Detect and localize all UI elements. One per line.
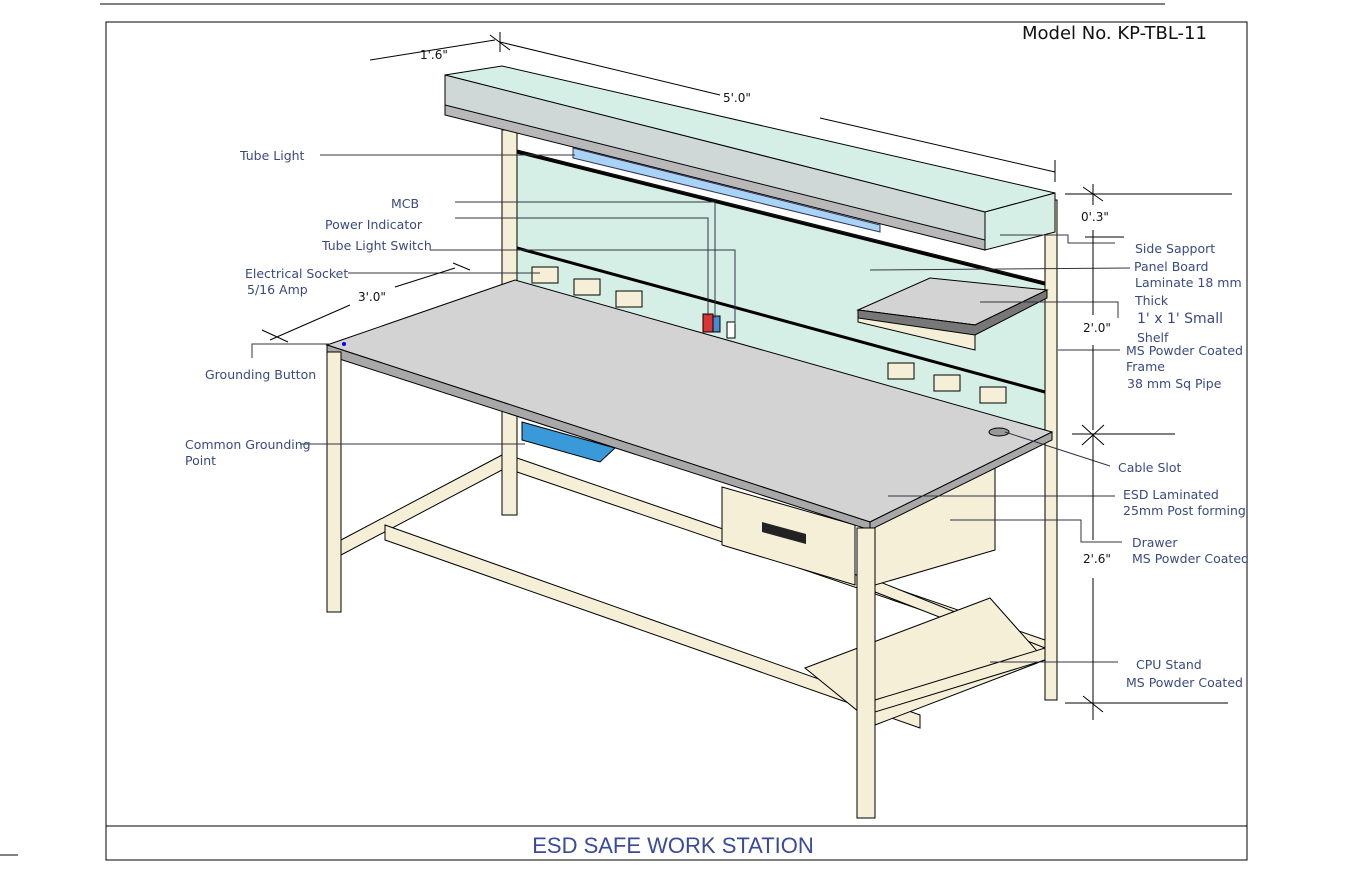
common-grounding-point (521, 421, 616, 463)
tube-light-switch[interactable] (726, 321, 736, 339)
electrical-sockets (531, 266, 1007, 404)
label-cpu-stand: CPU Stand (1136, 657, 1202, 672)
label-panel-board-material: Laminate 18 mm (1135, 275, 1242, 290)
label-esd-laminated: ESD Laminated (1123, 487, 1219, 502)
dim-panel-height: 2'.0" (1083, 321, 1111, 335)
leader-drawer (950, 519, 1122, 543)
socket (933, 374, 961, 392)
dim-desk-height: 2'.6" (1083, 552, 1111, 566)
label-common-grounding: Common Grounding (185, 437, 311, 452)
leader-grounding-button (251, 343, 330, 358)
label-socket-rating: 5/16 Amp (247, 282, 308, 297)
label-electrical-socket: Electrical Socket (245, 266, 349, 281)
label-cable-slot: Cable Slot (1118, 460, 1182, 475)
panel-top-rail (516, 150, 1046, 286)
dim-desk-depth: 3'.0" (358, 290, 386, 304)
panel-mid-rail (516, 246, 1046, 394)
drawing-frame (105, 21, 1248, 861)
power-indicator (712, 315, 721, 333)
label-drawer: Drawer (1132, 535, 1178, 550)
label-frame-2: Frame (1126, 359, 1165, 374)
socket (573, 278, 601, 296)
label-drawer-2: MS Powder Coated (1132, 551, 1249, 566)
dim-width: 5'.0" (723, 91, 751, 105)
label-panel-board: Panel Board (1134, 259, 1209, 274)
leader-power-indicator (455, 217, 709, 316)
leader-tube-light-switch (430, 249, 736, 324)
label-esd-laminated-2: 25mm Post forming (1123, 503, 1246, 518)
grounding-button (342, 342, 346, 346)
small-shelf-edge (857, 289, 1048, 336)
label-frame-3: 38 mm Sq Pipe (1127, 376, 1222, 391)
dim-top-gap: 0'.3" (1081, 210, 1109, 224)
leader-panel-board (869, 267, 1131, 271)
model-number: Model No. KP-TBL-11 (1022, 23, 1207, 44)
front-stretcher (384, 524, 921, 729)
label-small-shelf: 1' x 1' Small (1137, 311, 1224, 327)
leader-mcb (455, 201, 716, 318)
label-grounding-button: Grounding Button (205, 367, 317, 382)
label-tube-light: Tube Light (240, 148, 305, 163)
label-power-indicator: Power Indicator (325, 217, 423, 232)
mcb (702, 313, 714, 333)
cable-slot (988, 427, 1010, 437)
leader-side-support (1000, 234, 1115, 244)
label-side-support: Side Sapport (1135, 241, 1216, 256)
label-frame: MS Powder Coated (1126, 343, 1243, 358)
socket (615, 290, 643, 308)
label-mcb: MCB (391, 196, 420, 211)
label-tube-light-switch: Tube Light Switch (322, 238, 432, 253)
label-small-shelf-2: Shelf (1137, 330, 1169, 345)
back-right-post (1044, 199, 1058, 701)
top-shelf-side (984, 192, 1056, 251)
label-common-grounding-point: Point (185, 453, 217, 468)
desk-top-side-edge (869, 431, 1053, 531)
front-right-leg (856, 527, 876, 819)
leader-small-shelf (980, 301, 1119, 318)
label-cpu-stand-2: MS Powder Coated (1126, 675, 1243, 690)
leader-lines (251, 154, 1131, 663)
dimension-lines (261, 32, 1232, 720)
drawer-handle[interactable] (762, 522, 806, 544)
label-panel-board-thick: Thick (1135, 293, 1169, 308)
socket (531, 266, 559, 284)
dim-depth: 1'.6" (420, 48, 448, 62)
socket (887, 362, 915, 380)
front-left-leg (326, 351, 342, 613)
socket (979, 386, 1007, 404)
drawing-title: ESD SAFE WORK STATION (532, 833, 814, 858)
